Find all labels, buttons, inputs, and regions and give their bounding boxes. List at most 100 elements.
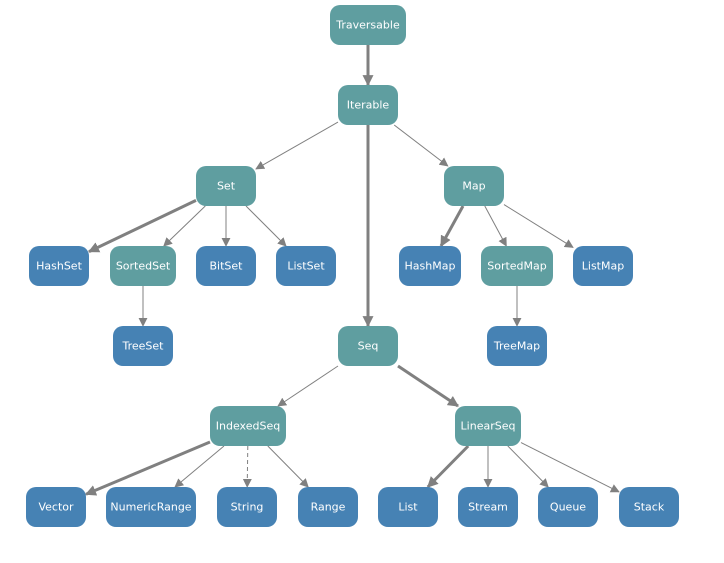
node-label: ListMap — [582, 260, 624, 273]
node-label: Range — [311, 501, 346, 514]
node-listset: ListSet — [276, 246, 336, 286]
node-label: LinearSeq — [461, 420, 516, 433]
node-stack: Stack — [619, 487, 679, 527]
node-vector: Vector — [26, 487, 86, 527]
node-sortedset: SortedSet — [110, 246, 176, 286]
edge-iterable-to-map — [393, 124, 449, 167]
edge-indexedseq-to-range — [267, 445, 309, 488]
node-box — [619, 487, 679, 527]
edge-map-to-sortedmap — [484, 205, 507, 247]
node-box — [196, 246, 256, 286]
node-sortedmap: SortedMap — [481, 246, 553, 286]
node-box — [113, 326, 173, 366]
node-label: Traversable — [335, 19, 400, 32]
edge-line — [484, 205, 507, 247]
node-box — [538, 487, 598, 527]
node-linearseq: LinearSeq — [455, 406, 521, 446]
edge-line — [439, 205, 465, 247]
edge-map-to-listmap — [503, 204, 574, 248]
edges-layer — [84, 45, 620, 496]
node-box — [378, 487, 438, 527]
edge-line — [426, 444, 470, 489]
node-box — [330, 5, 406, 45]
edge-line — [242, 445, 252, 488]
edge-set-to-listset — [245, 205, 287, 247]
node-treemap: TreeMap — [487, 326, 547, 366]
node-label: TreeSet — [122, 340, 165, 353]
node-box — [573, 246, 633, 286]
node-label: String — [231, 501, 264, 514]
node-iterable: Iterable — [338, 85, 398, 125]
node-box — [399, 246, 461, 286]
edge-line — [267, 445, 309, 488]
node-hashmap: HashMap — [399, 246, 461, 286]
node-box — [458, 487, 518, 527]
node-label: SortedSet — [116, 260, 171, 273]
edge-line — [84, 440, 211, 496]
node-label: ListSet — [287, 260, 325, 273]
node-hashset: HashSet — [29, 246, 89, 286]
edge-linearseq-to-queue — [507, 445, 549, 488]
edge-line — [520, 442, 620, 493]
node-label: Seq — [358, 340, 379, 353]
edge-line — [503, 204, 574, 248]
edge-indexedseq-to-numericrange — [174, 445, 225, 488]
node-listmap: ListMap — [573, 246, 633, 286]
edge-line — [88, 199, 197, 253]
node-label: IndexedSeq — [216, 420, 280, 433]
node-string: String — [217, 487, 277, 527]
node-range: Range — [298, 487, 358, 527]
edge-set-to-sortedset — [163, 205, 206, 247]
edge-seq-to-indexedseq — [277, 365, 339, 407]
node-label: Queue — [550, 501, 586, 514]
node-box — [26, 487, 86, 527]
node-label: HashMap — [405, 260, 456, 273]
node-label: Map — [462, 180, 485, 193]
edge-linearseq-to-list — [426, 444, 470, 489]
node-box — [276, 246, 336, 286]
node-box — [338, 326, 398, 366]
node-box — [444, 166, 504, 206]
node-traversable: Traversable — [330, 5, 406, 45]
node-queue: Queue — [538, 487, 598, 527]
node-treeset: TreeSet — [113, 326, 173, 366]
edge-indexedseq-to-string — [242, 445, 252, 488]
node-box — [106, 487, 196, 527]
node-box — [481, 246, 553, 286]
node-label: Vector — [38, 501, 74, 514]
node-label: List — [398, 501, 418, 514]
node-label: Iterable — [347, 99, 390, 112]
node-list: List — [378, 487, 438, 527]
node-label: SortedMap — [487, 260, 547, 273]
node-box — [338, 85, 398, 125]
node-indexedseq: IndexedSeq — [210, 406, 286, 446]
node-label: TreeMap — [493, 340, 540, 353]
node-map: Map — [444, 166, 504, 206]
edge-line — [397, 364, 459, 408]
node-label: NumericRange — [110, 501, 191, 514]
node-bitset: BitSet — [196, 246, 256, 286]
edge-indexedseq-to-vector — [84, 440, 211, 496]
node-numericrange: NumericRange — [106, 487, 196, 527]
edge-line — [163, 205, 206, 247]
node-box — [210, 406, 286, 446]
node-label: Stack — [634, 501, 665, 514]
edge-linearseq-to-stack — [520, 442, 620, 493]
edge-line — [245, 205, 287, 247]
node-set: Set — [196, 166, 256, 206]
node-box — [29, 246, 89, 286]
edge-line — [507, 445, 549, 488]
edge-line — [255, 121, 339, 170]
node-label: BitSet — [210, 260, 244, 273]
node-seq: Seq — [338, 326, 398, 366]
edge-set-to-hashset — [88, 199, 197, 253]
edge-line — [393, 124, 449, 167]
node-box — [217, 487, 277, 527]
node-stream: Stream — [458, 487, 518, 527]
edge-seq-to-linearseq — [397, 364, 459, 408]
node-label: Set — [217, 180, 236, 193]
node-box — [487, 326, 547, 366]
edge-line — [174, 445, 225, 488]
